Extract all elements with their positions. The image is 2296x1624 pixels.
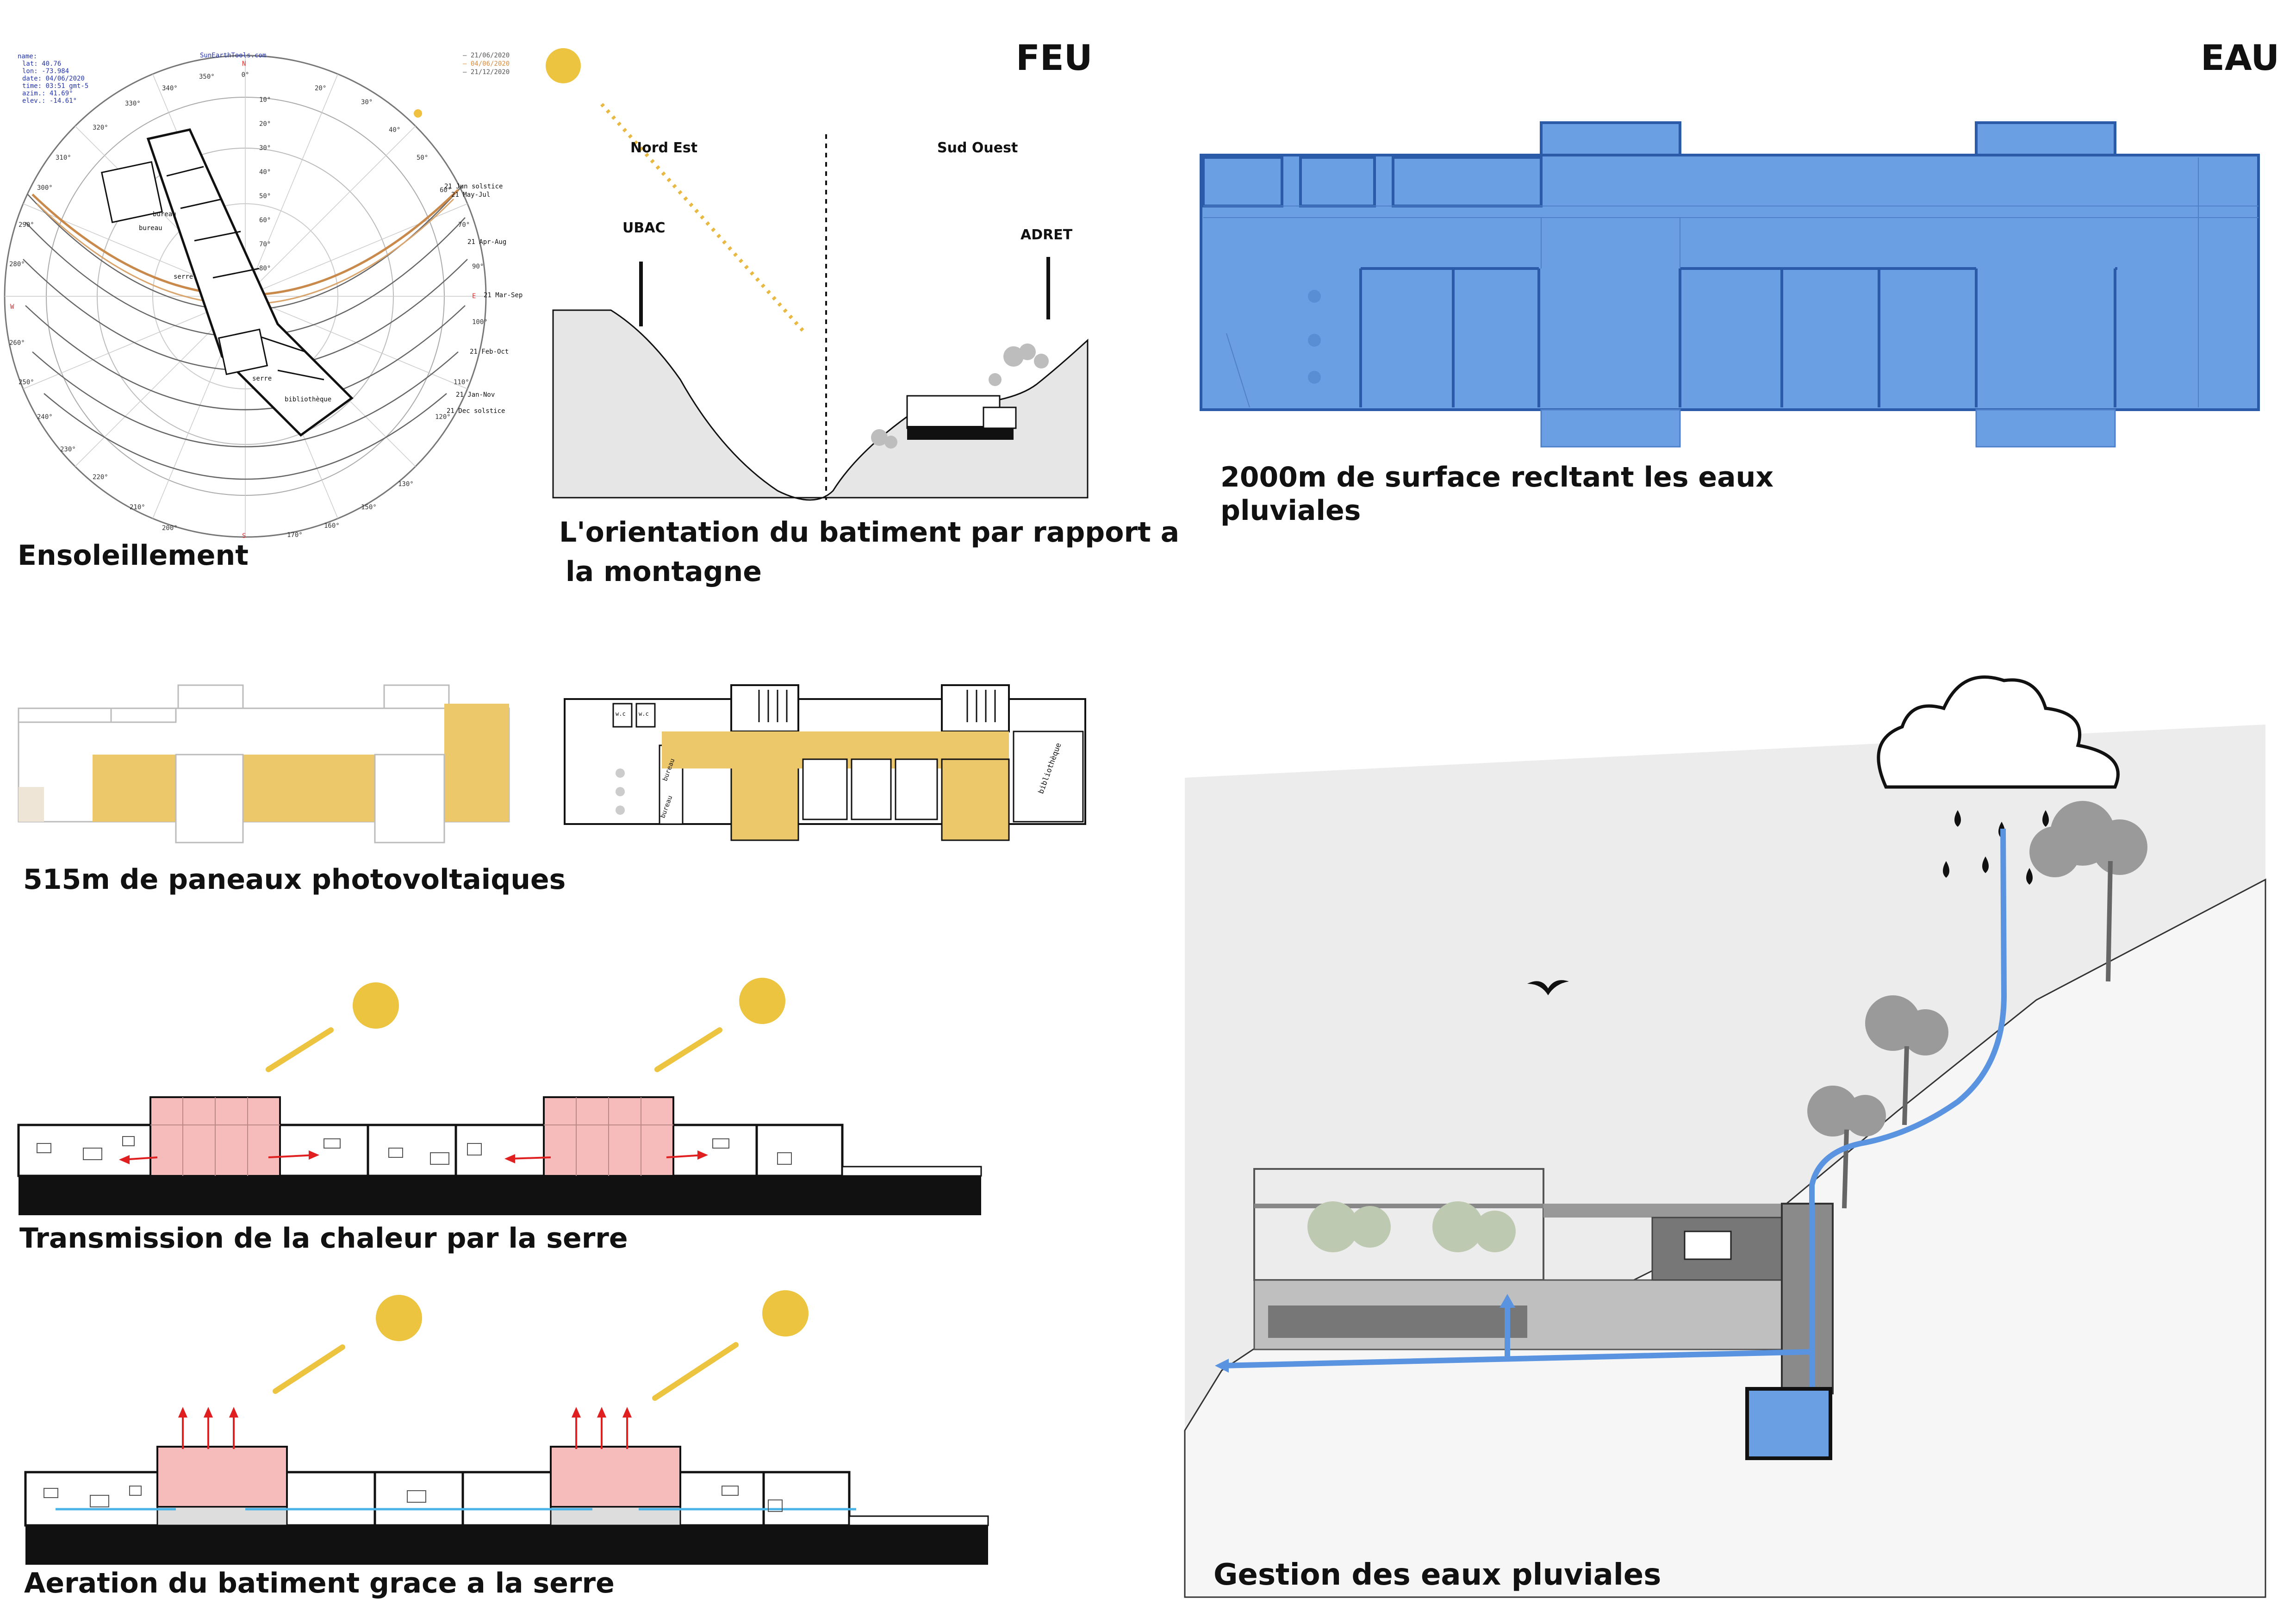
sunpath-cardinal-s: S: [242, 532, 246, 540]
heat-section: [17, 978, 982, 1215]
svg-text:60°: 60°: [259, 217, 271, 224]
sunpath-info-0: name:: [18, 53, 37, 60]
svg-text:230°: 230°: [60, 446, 76, 453]
sunpath-legend-1: — 04/06/2020: [463, 60, 510, 68]
svg-text:20°: 20°: [259, 120, 271, 128]
svg-text:40°: 40°: [389, 126, 400, 134]
svg-text:90°: 90°: [472, 263, 484, 270]
svg-text:150°: 150°: [361, 504, 377, 511]
sunpath-season-5: 21 Jan-Nov: [456, 391, 495, 399]
sunpath-season-6: 21 Dec solstice: [447, 407, 505, 415]
svg-text:260°: 260°: [9, 339, 25, 347]
svg-text:80°: 80°: [259, 265, 271, 272]
sunpath-room-3: serre: [252, 375, 272, 382]
sunpath-info-3: date: 04/06/2020: [22, 75, 85, 82]
roof-caption: 2000m de surface recltant les eaux pluvi…: [1220, 461, 1774, 527]
rain-caption: Gestion des eaux pluviales: [1213, 1558, 1661, 1592]
sunpath-season-0: 21 Jun solstice: [444, 183, 503, 190]
svg-text:330°: 330°: [125, 100, 141, 107]
sunpath-room-4: bibliothèque: [285, 396, 332, 403]
label-ubac: UBAC: [622, 220, 666, 236]
svg-text:320°: 320°: [93, 124, 108, 131]
solar-room-0: w.c: [616, 711, 626, 717]
svg-text:250°: 250°: [19, 379, 34, 386]
section-title-eau: EAU: [2201, 37, 2280, 78]
svg-text:290°: 290°: [19, 221, 34, 229]
sunpath-room-2: serre: [174, 273, 193, 281]
svg-text:340°: 340°: [162, 85, 178, 92]
sunpath-season-3: 21 Mar-Sep: [484, 292, 523, 299]
svg-text:60°: 60°: [440, 187, 451, 194]
sunpath-site: SunEarthTools.com: [200, 52, 267, 59]
sunpath-cardinal-e: E: [472, 293, 476, 300]
sunpath-info-2: lon: -73.984: [22, 68, 69, 75]
solar-panels-left: [93, 704, 509, 822]
sunpath-room-0: bureau: [153, 211, 176, 218]
svg-text:170°: 170°: [287, 531, 303, 539]
svg-text:300°: 300°: [37, 184, 53, 192]
sunpath-caption: Ensoleillement: [18, 539, 249, 572]
sunpath-legend-0: — 21/06/2020: [463, 52, 510, 59]
air-section: [24, 1290, 989, 1565]
svg-text:210°: 210°: [130, 504, 145, 511]
sunpath-cardinal-w: W: [10, 303, 14, 311]
mountain-caption-line1: L'orientation du batiment par rapport a: [559, 516, 1180, 549]
svg-text:70°: 70°: [458, 221, 470, 229]
svg-text:40°: 40°: [259, 169, 271, 176]
svg-text:110°: 110°: [454, 379, 469, 386]
sunpath-info-4: time: 03:51 gmt-5: [22, 82, 89, 90]
sunpath-info-6: elev.: -14.61°: [22, 97, 77, 105]
svg-text:50°: 50°: [417, 154, 428, 162]
solar-room-1: w.c: [639, 711, 649, 717]
sunpath-room-1: bureau: [139, 225, 162, 232]
sunpath-info-5: azim.: 41.69°: [22, 90, 73, 97]
svg-text:30°: 30°: [361, 99, 373, 106]
svg-text:350°: 350°: [199, 73, 215, 81]
svg-text:70°: 70°: [259, 241, 271, 248]
air-caption: Aeration du batiment grace a la serre: [24, 1567, 615, 1599]
sunpath-info-1: lat: 40.76: [22, 60, 62, 68]
svg-text:30°: 30°: [259, 144, 271, 152]
svg-text:0°: 0°: [242, 71, 249, 79]
svg-text:310°: 310°: [56, 154, 71, 162]
heat-caption: Transmission de la chaleur par la serre: [19, 1222, 628, 1255]
svg-text:50°: 50°: [259, 193, 271, 200]
sunpath-cardinal-n: N: [242, 60, 246, 68]
roof-plan: [1200, 121, 2260, 448]
sunpath-season-1: 21 May-Jul: [451, 191, 491, 199]
section-title-feu: FEU: [1016, 37, 1093, 78]
mountain-section: [546, 48, 1089, 505]
sunpath-diagram: 0° 10° 20° 30° 40° 50° 60° 70° 80° 90° 1…: [4, 55, 488, 539]
solar-caption: 515m de paneaux photovoltaiques: [23, 863, 566, 896]
svg-text:100°: 100°: [472, 319, 488, 326]
mountain-caption-line2: la montagne: [566, 556, 762, 588]
sunpath-season-4: 21 Feb-Oct: [470, 348, 509, 356]
svg-text:130°: 130°: [398, 481, 414, 488]
svg-text:120°: 120°: [435, 413, 451, 421]
svg-text:280°: 280°: [9, 261, 25, 268]
rain-section: [1184, 675, 2266, 1598]
svg-text:240°: 240°: [37, 413, 53, 421]
svg-text:20°: 20°: [315, 85, 326, 92]
svg-text:10°: 10°: [259, 96, 271, 104]
svg-text:200°: 200°: [162, 525, 178, 532]
svg-text:220°: 220°: [93, 474, 108, 481]
label-nord-est: Nord Est: [630, 140, 698, 156]
sunpath-season-2: 21 Apr-Aug: [467, 238, 507, 246]
label-sud-ouest: Sud Ouest: [937, 140, 1018, 156]
solar-plan-floor: [564, 684, 1086, 841]
sunpath-legend-2: — 21/12/2020: [463, 69, 510, 76]
svg-text:160°: 160°: [324, 522, 340, 530]
label-adret: ADRET: [1020, 227, 1073, 243]
